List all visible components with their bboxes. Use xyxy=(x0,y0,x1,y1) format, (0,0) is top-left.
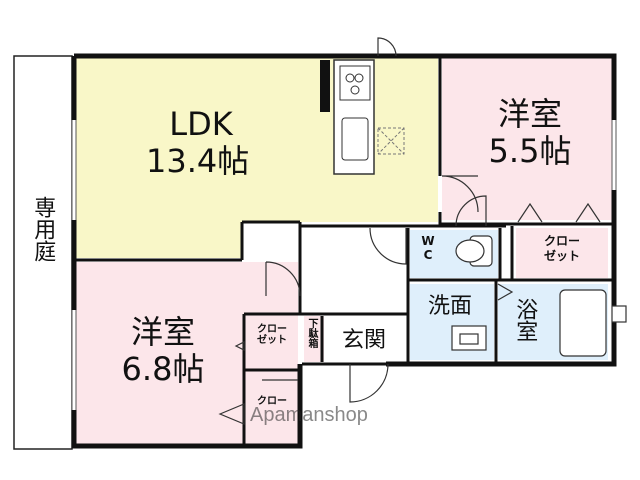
closet-b2 xyxy=(246,378,298,444)
closet-a-line1: クロー xyxy=(543,234,580,248)
ldk-room xyxy=(76,58,438,258)
ldk-name: LDK xyxy=(169,105,233,143)
closet-a-label: クロー ゼット xyxy=(520,234,604,264)
western-room-a xyxy=(442,58,612,220)
western-b-label: 洋室 6.8帖 xyxy=(108,314,218,388)
outer-walls xyxy=(71,53,617,449)
ldk-label: LDK 13.4帖 xyxy=(146,105,249,180)
washroom-label: 洗面 xyxy=(427,294,472,319)
wc-label: WC xyxy=(421,234,435,262)
closet-a-line2: ゼット xyxy=(543,249,580,263)
western-a-name: 洋室 xyxy=(497,95,562,133)
bathroom-label: 浴室 xyxy=(512,298,538,342)
windows xyxy=(72,120,616,410)
closet-b1 xyxy=(246,316,298,362)
closet-b1-label: クロー ゼット xyxy=(246,324,298,346)
doors xyxy=(218,37,601,425)
interior-walls xyxy=(76,58,614,446)
watermark: Apamanshop xyxy=(250,404,368,426)
closet-b1-line1: クロー xyxy=(257,324,287,335)
entrance-label: 玄関 xyxy=(341,328,386,353)
garden-label: 専用庭 xyxy=(30,196,56,262)
shoe-box xyxy=(304,316,324,362)
closet-b2-line1: クロー xyxy=(257,396,287,407)
shoe-box-label: 下駄箱 xyxy=(306,318,317,348)
fixtures xyxy=(451,235,627,357)
western-b-size: 6.8帖 xyxy=(121,349,205,388)
closet-a xyxy=(516,228,608,278)
ldk-size: 13.4帖 xyxy=(146,141,250,180)
western-a-label: 洋室 5.5帖 xyxy=(480,96,580,170)
closet-b1-line2: ゼット xyxy=(257,335,287,346)
private-garden xyxy=(13,55,73,450)
kitchen-counter xyxy=(320,59,405,175)
western-b-name: 洋室 xyxy=(130,313,195,351)
closet-b2-label: クロー xyxy=(246,396,298,407)
western-a-size: 5.5帖 xyxy=(488,131,572,170)
